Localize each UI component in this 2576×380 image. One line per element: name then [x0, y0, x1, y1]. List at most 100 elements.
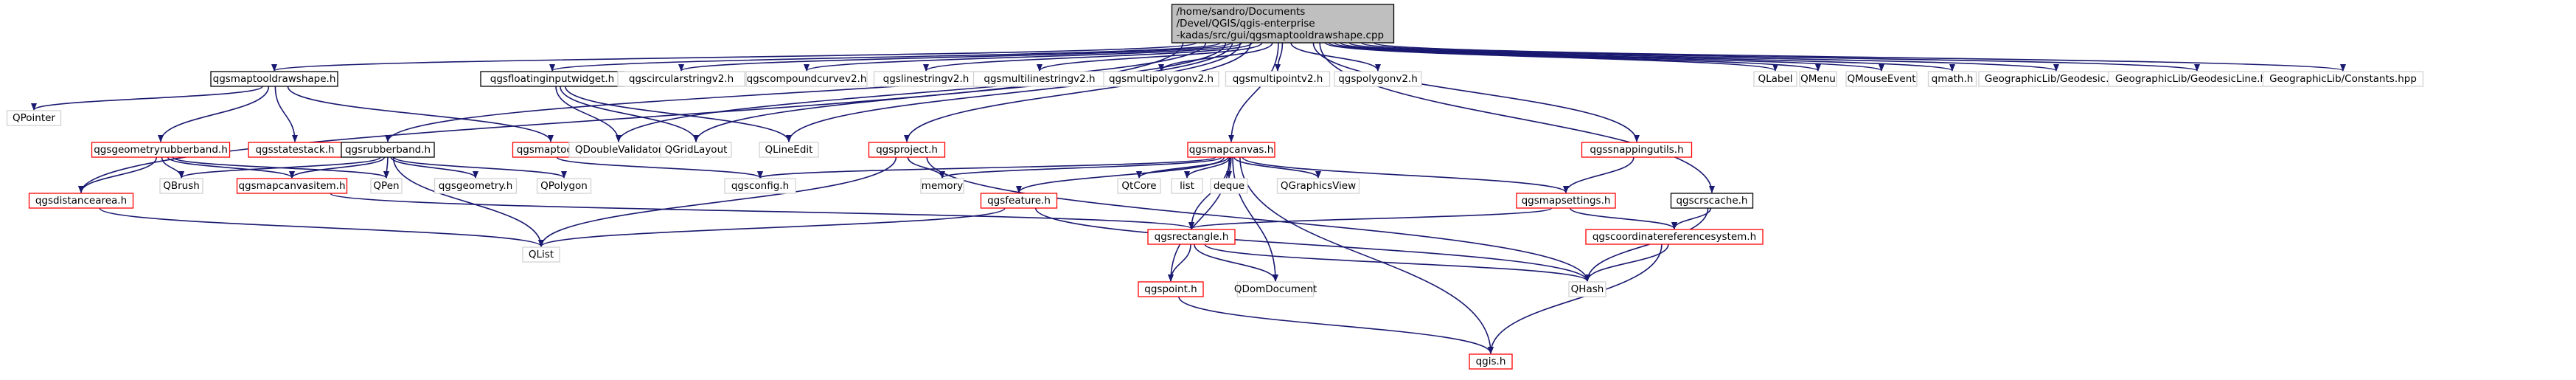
node-QPolygon[interactable]: QPolygon [536, 178, 592, 194]
node-qgsfloatinginputwidget-h[interactable]: qgsfloatinginputwidget.h [480, 71, 624, 87]
node-QGridLayout[interactable]: QGridLayout [660, 142, 732, 158]
node-label: qgscoordinatereferencesystem.h [1592, 231, 1756, 243]
node-label: qgsmultilinestringv2.h [984, 73, 1095, 85]
node-label: qgslinestringv2.h [883, 73, 970, 85]
edge-qgsmapcanvasitem-h-to-qgsrectangle-h [330, 193, 1194, 229]
node-box [980, 193, 1058, 209]
node-label: GeographicLib/GeodesicLine.hpp [2115, 73, 2279, 85]
edge-qgsmapsettings-h-to-qgscoordinatereferencesystem-h [1569, 207, 1677, 229]
node-box [920, 178, 964, 194]
node-box [1210, 178, 1248, 194]
edge-qgsfloatinginputwidget-h-to-QDoubleValidator [555, 86, 622, 142]
edge-qgssnappingutils-h-to-qgsmapsettings-h [1563, 156, 1635, 193]
node-label: qgsmapsettings.h [1522, 195, 1611, 207]
node-qgslinestringv2-h[interactable]: qgslinestringv2.h [873, 71, 979, 87]
node-QGraphicsView[interactable]: QGraphicsView [1276, 178, 1360, 194]
node-qgsmultipointv2-h[interactable]: qgsmultipointv2.h [1225, 71, 1331, 87]
node-box [1799, 71, 1837, 87]
node-QDomDocument[interactable]: QDomDocument [1234, 281, 1317, 297]
node-QMouseEvent[interactable]: QMouseEvent [1845, 71, 1918, 87]
node-label: QPen [373, 180, 399, 192]
node-qgsgeometry-h[interactable]: qgsgeometry.h [434, 178, 518, 194]
node-qgis-h[interactable]: qgis.h [1469, 353, 1513, 370]
node-qgsmapcanvas-h[interactable]: qgsmapcanvas.h [1187, 142, 1275, 158]
node-box [1225, 71, 1331, 87]
node-label: QList [529, 249, 554, 260]
edge-qgsdistancearea-h-to-QList [99, 207, 544, 247]
node-QPen[interactable]: QPen [370, 178, 403, 194]
edge-root-to-qgsmapcanvas-h [1228, 42, 1279, 142]
node-qgsrubberband-h[interactable]: qgsrubberband.h [341, 142, 435, 158]
node-QMenu[interactable]: QMenu [1799, 71, 1837, 87]
edge-qgsmaptooldrawshape-h-to-qgsgeometryrubberband-h [158, 86, 270, 142]
edge-qgscrscache-h-to-qgscoordinatereferencesystem-h [1671, 207, 1712, 229]
node-qmath-h[interactable]: qmath.h [1927, 71, 1977, 87]
node-label: qgscircularstringv2.h [629, 73, 734, 85]
node-qgsmapcanvasitem-h[interactable]: qgsmapcanvasitem.h [236, 178, 348, 194]
node-qgscoordinatereferencesystem-h[interactable]: qgscoordinatereferencesystem.h [1585, 229, 1764, 245]
edge-root-to-qgsmultilinestringv2-h [1037, 42, 1263, 72]
node-QDoubleValidator[interactable]: QDoubleValidator [568, 142, 669, 158]
node-label: qgsrectangle.h [1155, 231, 1229, 243]
node-qgspolygonv2-h[interactable]: qgspolygonv2.h [1334, 71, 1422, 87]
node-label: GeographicLib/Constants.hpp [2269, 73, 2417, 85]
node-label: qgsmultipointv2.h [1233, 73, 1323, 85]
node-QLineEdit[interactable]: QLineEdit [759, 142, 819, 158]
node-box [759, 142, 819, 158]
edge-root-to-GeodesicLine-hpp [1361, 42, 2200, 72]
node-label: list [1180, 180, 1194, 192]
node-qgsmapsettings-h[interactable]: qgsmapsettings.h [1516, 193, 1616, 209]
node-qgsgeometryrubberband-h[interactable]: qgsgeometryrubberband.h [91, 142, 231, 158]
edge-root-to-QMenu [1328, 42, 1821, 72]
node-list[interactable]: list [1171, 178, 1203, 194]
node-label: QGraphicsView [1281, 180, 1356, 192]
node-QHash[interactable]: QHash [1568, 281, 1606, 297]
node-Constants-hpp[interactable]: GeographicLib/Constants.hpp [2262, 71, 2424, 87]
node-label: QMenu [1800, 73, 1836, 85]
node-qgsfeature-h[interactable]: qgsfeature.h [980, 193, 1058, 209]
node-QList[interactable]: QList [522, 246, 560, 263]
edge-qgsrectangle-h-to-qgspoint-h [1168, 243, 1191, 282]
edge-root-to-Geodesic-hpp [1348, 42, 2059, 72]
node-GeodesicLine-hpp[interactable]: GeographicLib/GeodesicLine.hpp [2108, 71, 2286, 87]
node-qgssnappingutils-h[interactable]: qgssnappingutils.h [1581, 142, 1693, 158]
node-label: qgsgeometry.h [439, 180, 513, 192]
edge-qgsmaptooldrawshape-h-to-qgsmaptool-h [287, 86, 554, 142]
node-box [210, 71, 338, 87]
node-label: qgsfloatinginputwidget.h [490, 73, 614, 85]
edge-qgsmaptooldrawshape-h-to-qgsstatestack-h [274, 86, 298, 142]
node-deque[interactable]: deque [1210, 178, 1248, 194]
node-label: qgspoint.h [1144, 283, 1197, 295]
node-qgsmultipolygonv2-h[interactable]: qgsmultipolygonv2.h [1103, 71, 1219, 87]
node-box [1276, 178, 1360, 194]
node-QBrush[interactable]: QBrush [159, 178, 203, 194]
node-qgsproject-h[interactable]: qgsproject.h [868, 142, 946, 158]
node-box [660, 142, 732, 158]
node-QLabel[interactable]: QLabel [1753, 71, 1797, 87]
edge-root-to-qmath-h [1340, 42, 1955, 72]
node-root[interactable]: /home/sandro/Documents/Devel/QGIS/qgis-e… [1171, 4, 1395, 44]
node-qgsmaptooldrawshape-h[interactable]: qgsmaptooldrawshape.h [210, 71, 338, 87]
node-label: GeographicLib/Geodesic.hpp [1985, 73, 2128, 85]
node-qgscircularstringv2-h[interactable]: qgscircularstringv2.h [617, 71, 745, 87]
node-qgsdistancearea-h[interactable]: qgsdistancearea.h [28, 193, 134, 209]
node-qgsrectangle-h[interactable]: qgsrectangle.h [1147, 229, 1236, 245]
node-qgspoint-h[interactable]: qgspoint.h [1138, 281, 1204, 297]
node-qgsmultilinestringv2-h[interactable]: qgsmultilinestringv2.h [972, 71, 1107, 87]
node-box [617, 71, 745, 87]
node-qgsstatestack-h[interactable]: qgsstatestack.h [248, 142, 342, 158]
node-qgscompoundcurvev2-h[interactable]: qgscompoundcurvev2.h [745, 71, 868, 87]
node-box [1753, 71, 1797, 87]
node-label: qgsgeometryrubberband.h [94, 144, 228, 156]
node-label: -kadas/src/gui/qgsmaptooldrawshape.cpp [1177, 30, 1385, 41]
node-QtCore[interactable]: QtCore [1117, 178, 1161, 194]
node-memory[interactable]: memory [920, 178, 964, 194]
node-QPointer[interactable]: QPointer [6, 110, 62, 126]
node-label: QDoubleValidator [575, 144, 663, 156]
node-label: qgspolygonv2.h [1338, 73, 1418, 85]
edge-qgsrubberband-h-to-QList [392, 156, 544, 247]
node-label: /Devel/QGIS/qgis-enterprise [1177, 18, 1315, 30]
node-qgscrscache-h[interactable]: qgscrscache.h [1670, 193, 1754, 209]
node-qgsconfig-h[interactable]: qgsconfig.h [724, 178, 796, 194]
node-Geodesic-hpp[interactable]: GeographicLib/Geodesic.hpp [1978, 71, 2134, 87]
